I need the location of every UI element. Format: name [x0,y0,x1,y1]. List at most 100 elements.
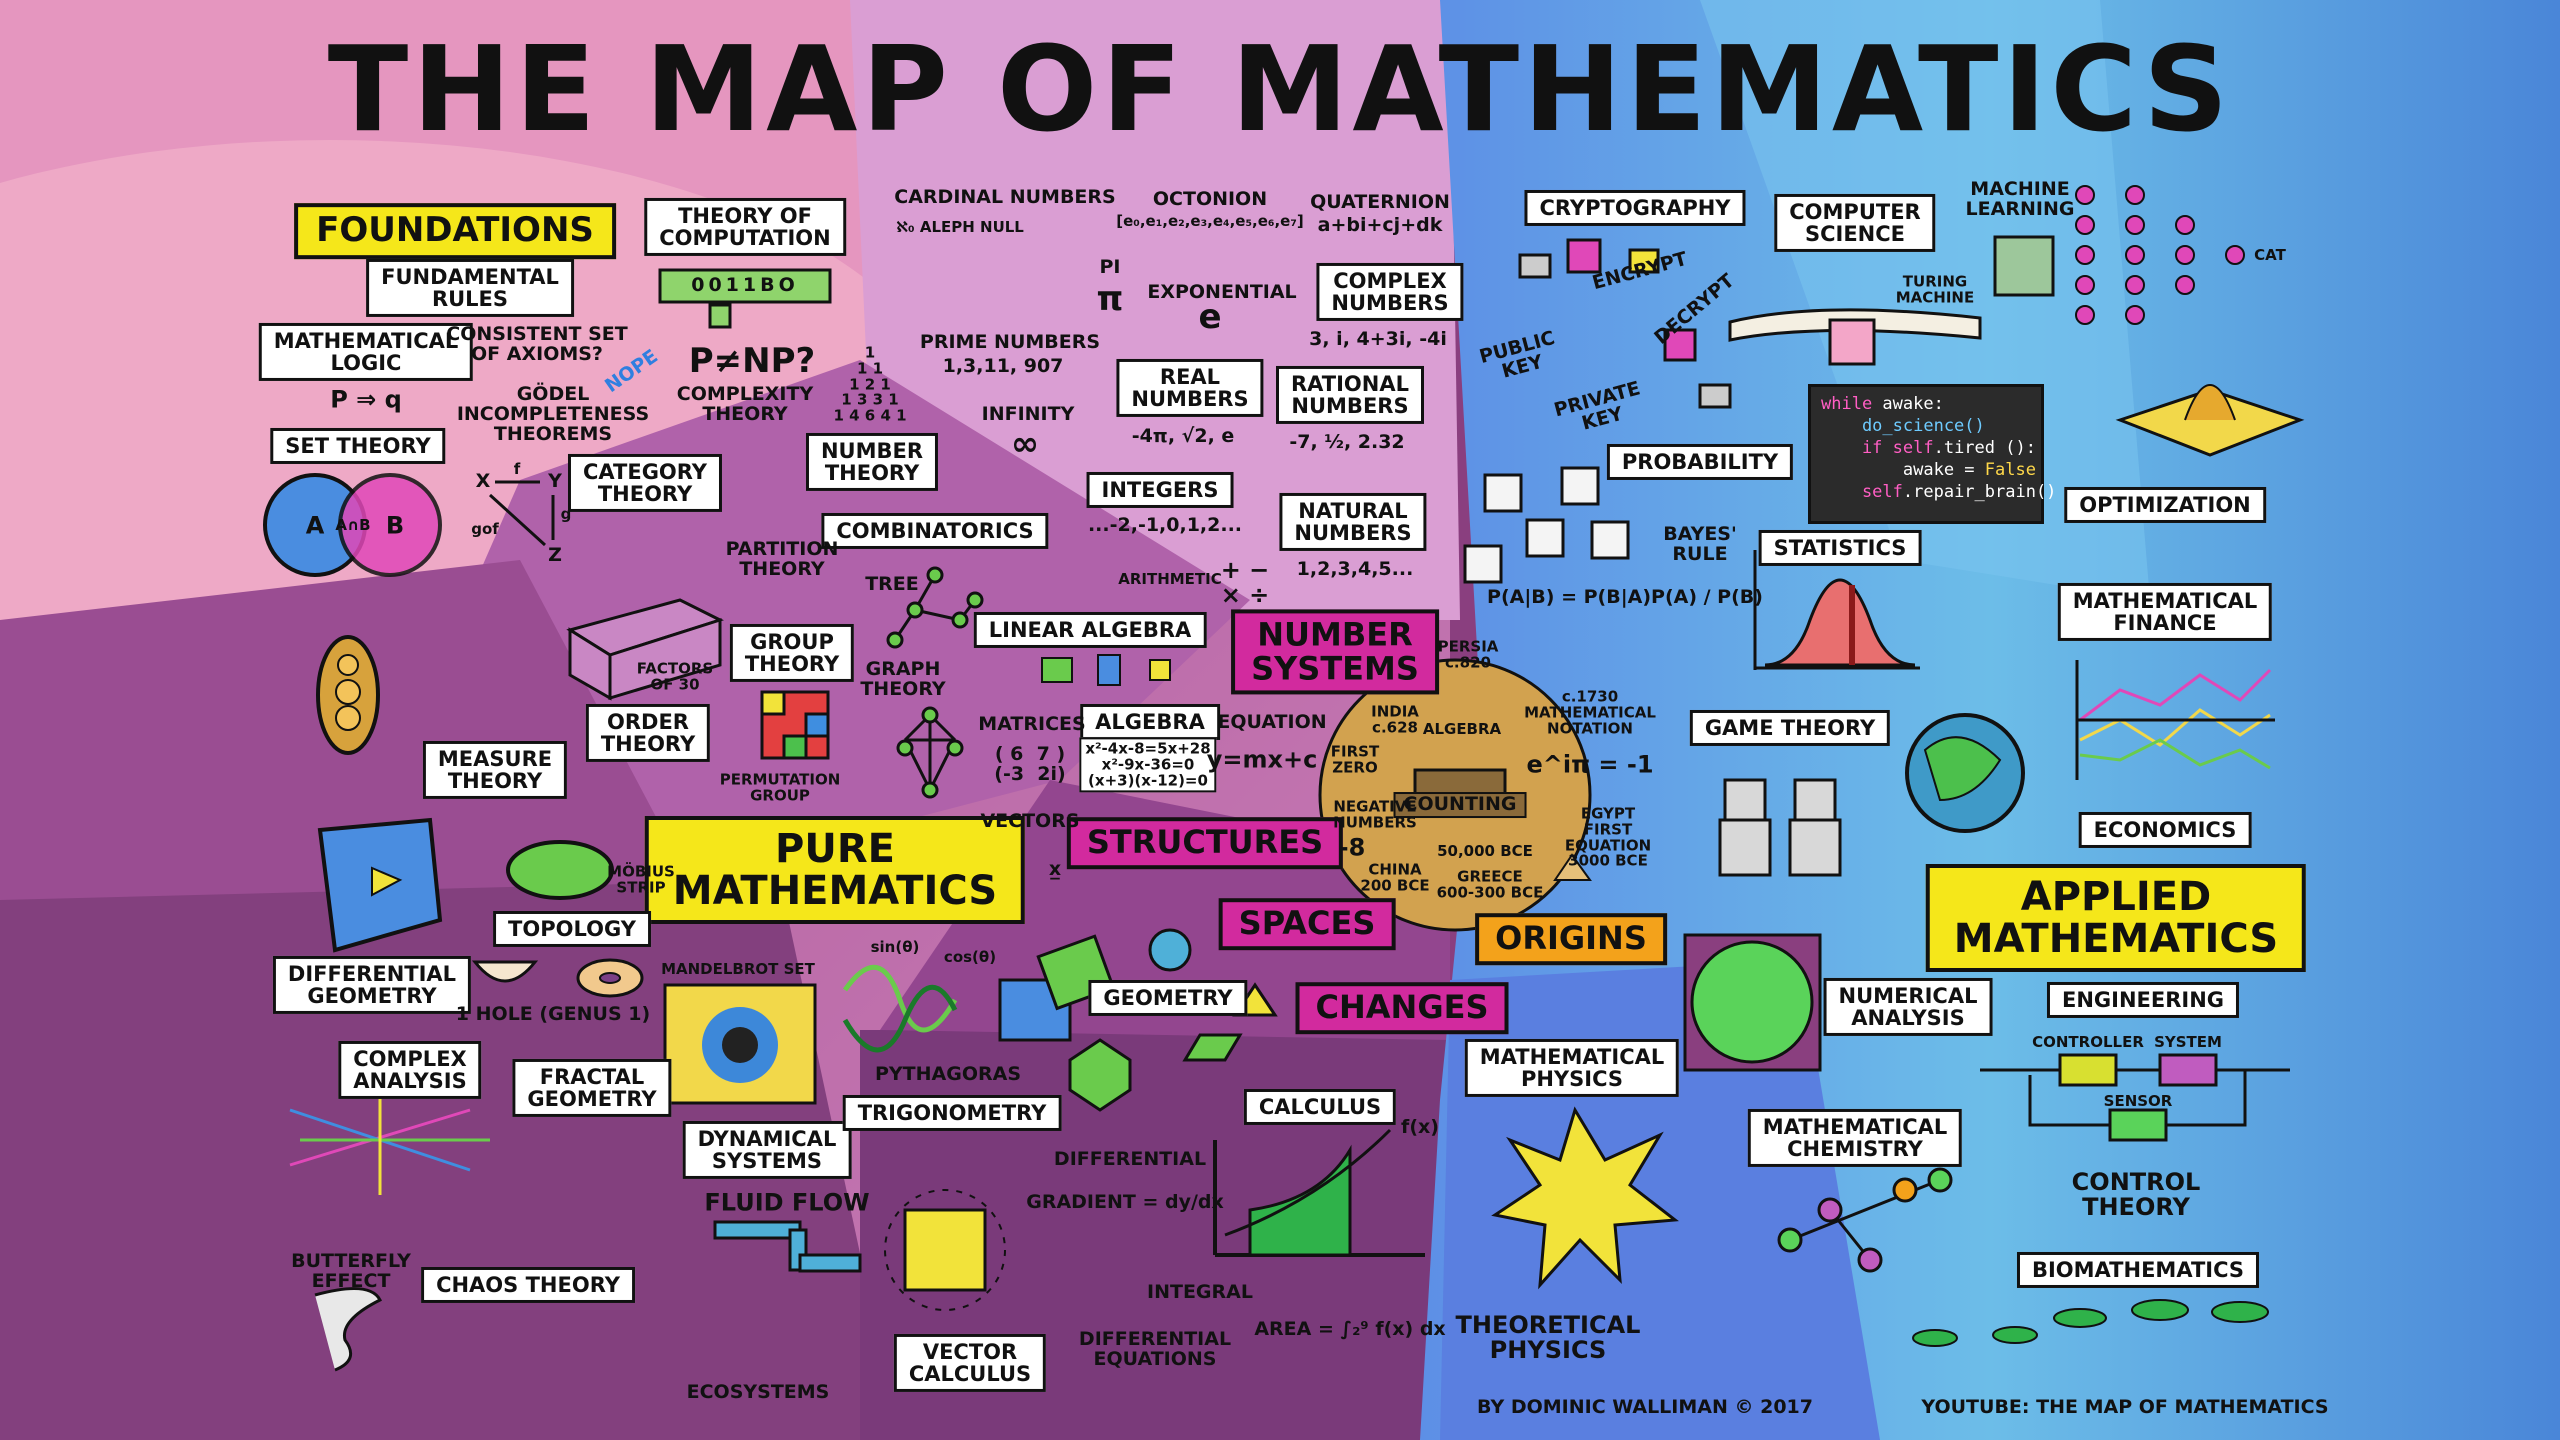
header-changes: CHANGES [1295,982,1509,1034]
box-economics: ECONOMICS [2078,811,2252,849]
cat-g: g [560,505,572,524]
box-fundamental-rules: FUNDAMENTAL RULES [366,258,574,318]
graph-theory: GRAPH THEORY [860,658,946,700]
header-structures: STRUCTURES [1066,817,1344,869]
infinity: INFINITY [981,403,1075,426]
e-symbol: e [1198,297,1222,338]
box-mathematical-physics: MATHEMATICAL PHYSICS [1464,1038,1680,1098]
natural-examples: 1,2,3,4,5... [1296,558,1414,581]
header-origins: ORIGINS [1475,913,1667,965]
system-label: SYSTEM [2154,1033,2222,1052]
mandelbrot-icon [663,983,817,1105]
vectors: VECTORS [980,810,1080,833]
cat-x: X [475,470,491,493]
box-fractal-geometry: FRACTAL GEOMETRY [512,1058,672,1118]
box-probability: PROBABILITY [1606,443,1794,481]
box-calculus: CALCULUS [1243,1088,1397,1126]
evolution-icon [1912,1299,2269,1347]
origins-algebra: ALGEBRA [1422,720,1502,739]
equation-label: EQUATION [1217,711,1327,734]
binary-tape-text: 0011BO [691,274,799,297]
computers-icon [1518,238,1732,409]
box-computer-science: COMPUTER SCIENCE [1774,193,1936,253]
neural-network-icon [1993,185,2245,325]
differential: DIFFERENTIAL [1053,1148,1207,1171]
origins-euler: e^iπ = -1 [1526,750,1654,779]
turing-tape-icon [1728,308,1982,366]
pi-label: PI [1099,256,1121,279]
pythagoras: PYTHAGORAS [874,1063,1022,1086]
molecule-icon [1777,1167,1953,1273]
primes: 1,3,11, 907 [942,355,1064,378]
prime-numbers: PRIME NUMBERS [919,331,1101,354]
quaternion: QUATERNION [1310,191,1450,214]
box-integers: INTEGERS [1086,471,1234,509]
box-vector-calculus: VECTOR CALCULUS [893,1333,1047,1393]
calculus-graph-icon [1213,1128,1425,1257]
integer-examples: ...-2,-1,0,1,2... [1087,514,1243,537]
numerical-analysis-icon [1683,933,1822,1072]
note-p-implies-q: P ⇒ q [330,385,402,414]
box-chaos-theory: CHAOS THEORY [421,1266,635,1304]
venn-diagram [263,473,442,577]
butterfly-effect: BUTTERFLY EFFECT [291,1250,411,1292]
binary-tape-icon [658,268,832,329]
cup-donut-icon [471,958,644,998]
origins-minus-eight: -8 [1338,833,1366,862]
box-differential-geometry: DIFFERENTIAL GEOMETRY [272,955,472,1015]
venn-label-ab: A∩B [335,516,371,535]
matrix-squares-icon [1041,654,1171,686]
one-hole: 1 HOLE (GENUS 1) [455,1003,651,1026]
bayes-formula: P(A|B) = P(B|A)P(A) / P(B) [1487,586,1763,609]
code-snippet: while awake: do_science() if self.tired … [1808,384,2056,524]
measure-icon [316,635,380,755]
box-algebra: ALGEBRA [1080,703,1220,741]
pascal-triangle: 1 1 1 1 2 1 1 3 3 1 1 4 6 4 1 [833,343,907,425]
real-examples: -4π, √2, e [1131,425,1235,448]
origins-india: INDIA c.628 [1371,702,1419,736]
partition-theory: PARTITION THEORY [725,538,839,580]
tree-label: TREE [865,573,919,596]
integral: INTEGRAL [1147,1281,1253,1304]
origins-egypt: EGYPT FIRST EQUATION 3000 BCE [1564,804,1652,870]
vector-symbol: x̲ [1048,858,1062,881]
quaternion-formula: a+bi+cj+dk [1317,214,1443,237]
geometry-shapes-icon [998,928,1278,1112]
area-formula: AREA = ∫₂⁹ f(x) dx [1254,1318,1446,1341]
bayes-rule: BAYES' RULE [1663,523,1737,565]
header-foundations: FOUNDATIONS [294,203,616,259]
cardinal-numbers: CARDINAL NUMBERS [894,186,1116,209]
origins-negative: NEGATIVE NUMBERS [1333,797,1417,831]
box-combinatorics: COMBINATORICS [821,512,1049,550]
control-theory: CONTROL THEORY [2071,1167,2201,1221]
box-game-theory: GAME THEORY [1689,709,1891,747]
matrix: ( 6 7 ) (-3 2i) [994,743,1066,785]
fluid-flow-icon [713,1220,862,1273]
rubiks-cube-icon [760,690,830,760]
box-mathematical-logic: MATHEMATICAL LOGIC [258,322,474,382]
machine-learning: MACHINE LEARNING [1965,178,2075,220]
permutation-group: PERMUTATION GROUP [719,770,841,804]
cos-label: cos(θ) [943,948,997,967]
box-biomathematics: BIOMATHEMATICS [2016,1251,2260,1289]
box-rational-numbers: RATIONAL NUMBERS [1276,365,1424,425]
box-group-theory: GROUP THEORY [729,623,855,683]
box-number-theory: NUMBER THEORY [805,432,939,492]
theoretical-physics: THEORETICAL PHYSICS [1455,1310,1641,1364]
box-complex-analysis: COMPLEX ANALYSIS [338,1040,482,1100]
header-pure-mathematics: PURE MATHEMATICS [644,816,1026,924]
mobius-label: MÖBIUS STRIP [607,862,675,896]
box-cryptography: CRYPTOGRAPHY [1524,189,1746,227]
box-complex-numbers: COMPLEX NUMBERS [1316,262,1464,322]
origins-counting: COUNTING [1393,792,1527,818]
box-measure-theory: MEASURE THEORY [422,740,568,800]
venn-label-b: B [385,511,405,540]
box-trigonometry: TRIGONOMETRY [842,1094,1062,1132]
category-diagram-icon [488,480,555,547]
octonion-formula: [e₀,e₁,e₂,e₃,e₄,e₅,e₆,e₇] [1116,212,1304,231]
cat-z: Z [548,544,562,567]
optimization-surface-icon [2115,384,2305,457]
origins-persia: PERSIA c.820 [1437,637,1499,671]
box-category-theory: CATEGORY THEORY [567,453,723,513]
box-real-numbers: REAL NUMBERS [1116,358,1264,418]
